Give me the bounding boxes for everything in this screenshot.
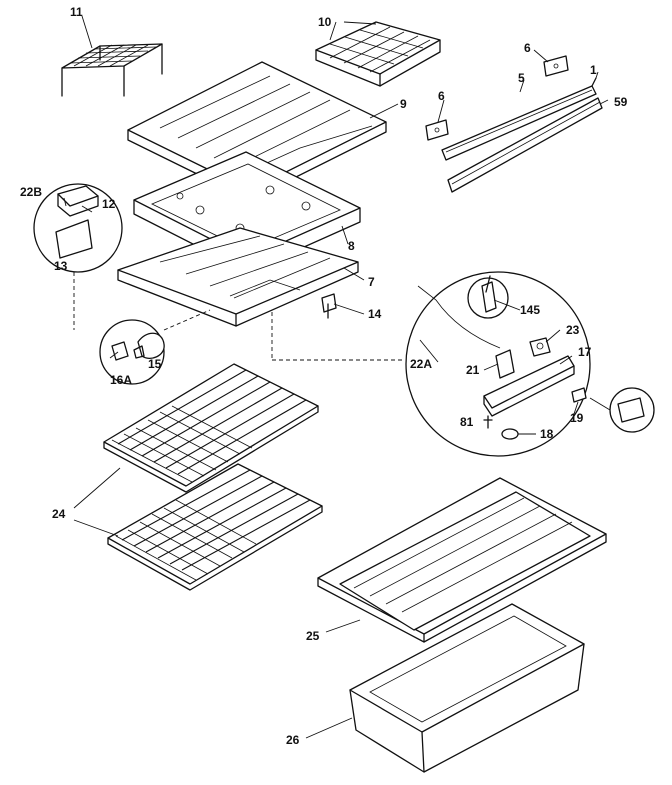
label-10: 10 [318,15,332,29]
label-14: 14 [368,307,382,321]
part-11-wire-rack[interactable] [61,43,163,97]
label-11: 11 [70,5,83,19]
label-9: 9 [400,97,407,111]
label-59: 59 [614,95,628,109]
label-18: 18 [540,427,554,441]
part-18-knob[interactable] [501,428,519,440]
label-12: 12 [102,197,116,211]
label-25: 25 [306,629,320,643]
label-23: 23 [566,323,580,337]
part-1-screw[interactable] [591,77,597,87]
part-26-crisper-drawer[interactable] [349,603,585,773]
part-21-switch[interactable] [495,349,515,379]
label-19: 19 [570,411,584,425]
label-7: 7 [368,275,375,289]
label-5: 5 [518,71,525,85]
part-23-thermostat-control-icon[interactable] [529,337,551,357]
label-145: 145 [520,303,540,317]
part-labels: 11 10 6 5 1 59 9 6 22B 12 13 8 7 14 145 … [20,5,628,747]
part-6-bracket-middle[interactable] [425,119,449,141]
label-24: 24 [52,507,66,521]
label-22a: 22A [410,357,432,371]
part-24-shelf-lower[interactable] [107,463,323,591]
part-17-control-housing[interactable] [483,355,575,417]
label-6-middle: 6 [438,89,445,103]
part-59-trim-strip[interactable] [447,97,603,193]
part-15-light-bulb-icon[interactable] [133,332,165,359]
label-21: 21 [466,363,480,377]
part-19-clip[interactable] [571,387,587,403]
label-81: 81 [460,415,474,429]
part-7-lower-panel[interactable] [117,227,359,327]
label-16a: 16A [110,373,132,387]
label-8: 8 [348,239,355,253]
part-81-screw[interactable] [483,415,493,429]
part-25-crisper-cover[interactable] [317,477,607,643]
part-6-bracket-top[interactable] [543,55,569,77]
label-15: 15 [148,357,162,371]
label-1: 1 [590,63,597,77]
detail-control-circle [271,271,591,457]
detail-22b-circle [33,183,123,330]
part-16a-socket[interactable] [111,341,129,361]
label-17: 17 [578,345,592,359]
part-145-sensor[interactable] [481,275,497,313]
label-22b: 22B [20,185,42,199]
part-socket-right[interactable] [589,387,655,433]
label-26: 26 [286,733,300,747]
part-10-ice-tray-icon[interactable] [315,21,441,87]
part-14-clip[interactable] [321,293,337,319]
part-5-trim-strip[interactable] [441,85,597,161]
label-13: 13 [54,259,68,273]
label-6-top: 6 [524,41,531,55]
leader-lines [63,15,609,739]
detail-light-circle [99,309,211,385]
part-24-shelf-upper[interactable] [103,363,319,493]
